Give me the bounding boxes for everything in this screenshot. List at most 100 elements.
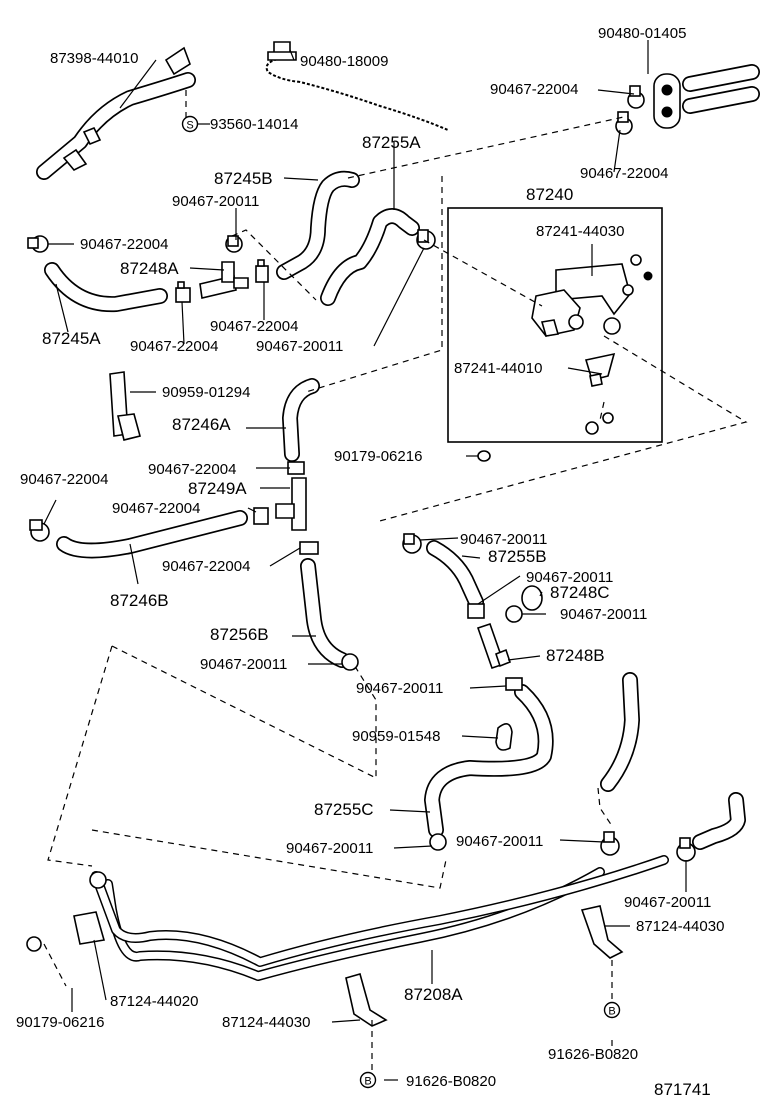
nut-icon	[477, 450, 491, 462]
label-90467-22004: 90467-22004	[162, 558, 250, 575]
valve-assembly-87240	[447, 207, 663, 443]
hose-87245A	[44, 262, 168, 313]
fitting-87248B	[476, 622, 511, 670]
label-90959-01294: 90959-01294	[162, 384, 250, 401]
label-90467-20011: 90467-20011	[356, 680, 443, 697]
hose-87245B	[276, 170, 360, 280]
hose-87256B	[300, 558, 350, 668]
label-90467-22004: 90467-22004	[112, 500, 200, 517]
label-87208A: 87208A	[404, 985, 463, 1004]
clamp-icon	[416, 229, 436, 250]
label-90959-01548: 90959-01548	[352, 728, 440, 745]
symbol-S-icon: S	[181, 115, 199, 133]
brackets-and-fasteners	[26, 371, 624, 1027]
clamp-icon	[402, 533, 422, 554]
label-87248B: 87248B	[546, 646, 605, 665]
clamp-icon	[27, 235, 49, 253]
label-87124-44030: 87124-44030	[636, 918, 724, 935]
clamp-icon	[505, 677, 523, 691]
clamps	[27, 85, 696, 889]
hose-87255A	[320, 208, 420, 306]
clamp-icon	[225, 235, 243, 253]
clamp-icon	[341, 653, 359, 671]
label-91626-B0820: 91626-B0820	[406, 1073, 496, 1090]
hose-87246A	[282, 378, 320, 462]
clamp-icon	[676, 837, 696, 862]
symbol-B-label: B	[364, 1076, 371, 1088]
clamp-icon	[615, 111, 633, 135]
fitting-87249A	[275, 477, 307, 531]
label-90467-22004: 90467-22004	[130, 338, 218, 355]
hose-87255B	[426, 540, 484, 610]
symbol-S-label: S	[186, 120, 193, 132]
label-87241-44030: 87241-44030	[536, 223, 624, 240]
clamp-icon	[253, 507, 269, 525]
label-87245A: 87245A	[42, 329, 101, 348]
label-87241-44010: 87241-44010	[454, 360, 542, 377]
label-90467-20011: 90467-20011	[456, 833, 543, 850]
clamp-icon	[600, 831, 620, 856]
hose-87255C	[424, 684, 554, 838]
hose-right-lower	[692, 792, 746, 850]
fitting-87248C	[521, 585, 543, 611]
clamp-icon	[255, 259, 269, 283]
diagram-id: 871741	[654, 1080, 711, 1099]
clamp-icon	[467, 603, 485, 619]
label-90467-20011: 90467-20011	[460, 531, 547, 548]
label-90467-22004: 90467-22004	[490, 81, 578, 98]
clamp-icon	[429, 833, 447, 851]
label-90480-18009: 90480-18009	[300, 53, 388, 70]
label-90467-20011: 90467-20011	[286, 840, 373, 857]
label-90467-22004: 90467-22004	[20, 471, 108, 488]
label-87255B: 87255B	[488, 547, 547, 566]
bracket-87124-44020	[73, 911, 106, 945]
label-90179-06216: 90179-06216	[334, 448, 422, 465]
label-87249A: 87249A	[188, 479, 247, 498]
label-90467-20011: 90467-20011	[624, 894, 711, 911]
hose-right-upper	[600, 672, 640, 792]
fitting-87248A	[199, 261, 249, 299]
label-87248A: 87248A	[120, 259, 179, 278]
label-87246A: 87246A	[172, 415, 231, 434]
label-90467-20011: 90467-20011	[560, 606, 647, 623]
grommet-90480-01405	[653, 64, 760, 129]
label-87255C: 87255C	[314, 800, 374, 819]
clamp-icon	[505, 605, 523, 623]
symbol-B-icon: B	[359, 1071, 377, 1089]
leader-lines	[43, 40, 687, 1081]
symbol-B-label: B	[608, 1006, 615, 1018]
clamp-icon	[29, 519, 50, 542]
hose-87246B	[56, 510, 248, 559]
pipe-87398-44010	[36, 46, 196, 180]
label-90467-22004: 90467-22004	[210, 318, 298, 335]
label-87256B: 87256B	[210, 625, 269, 644]
label-90467-20011: 90467-20011	[526, 569, 613, 586]
clip-90959-01294	[109, 371, 141, 441]
label-91626-B0820: 91626-B0820	[548, 1046, 638, 1063]
part-labels: 87398-44010 93560-14014 90480-18009 9048…	[16, 25, 724, 1099]
label-87124-44030: 87124-44030	[222, 1014, 310, 1031]
clamp-icon	[89, 871, 107, 889]
pipe-87208A	[91, 855, 669, 981]
label-93560-14014: 93560-14014	[210, 116, 298, 133]
bracket-87124-44030-right	[580, 905, 624, 959]
label-87248C: 87248C	[550, 583, 610, 602]
label-87240: 87240	[526, 185, 573, 204]
label-87124-44020: 87124-44020	[110, 993, 198, 1010]
label-90467-22004: 90467-22004	[148, 461, 236, 478]
bracket-87124-44030-center	[345, 973, 388, 1027]
clamp-icon	[287, 461, 305, 475]
label-87398-44010: 87398-44010	[50, 50, 138, 67]
label-90480-01405: 90480-01405	[598, 25, 686, 42]
label-87246B: 87246B	[110, 591, 169, 610]
clamp-icon	[299, 541, 319, 555]
label-87255A: 87255A	[362, 133, 421, 152]
clamp-icon	[627, 85, 645, 109]
clamp-icon	[175, 281, 191, 303]
label-90179-06216: 90179-06216	[16, 1014, 104, 1031]
label-90467-22004: 90467-22004	[580, 165, 668, 182]
symbol-B-icon: B	[603, 1001, 621, 1019]
nut-90179-06216-icon	[26, 936, 42, 952]
cable-90480-18009	[265, 41, 449, 131]
label-90467-20011: 90467-20011	[172, 193, 259, 210]
